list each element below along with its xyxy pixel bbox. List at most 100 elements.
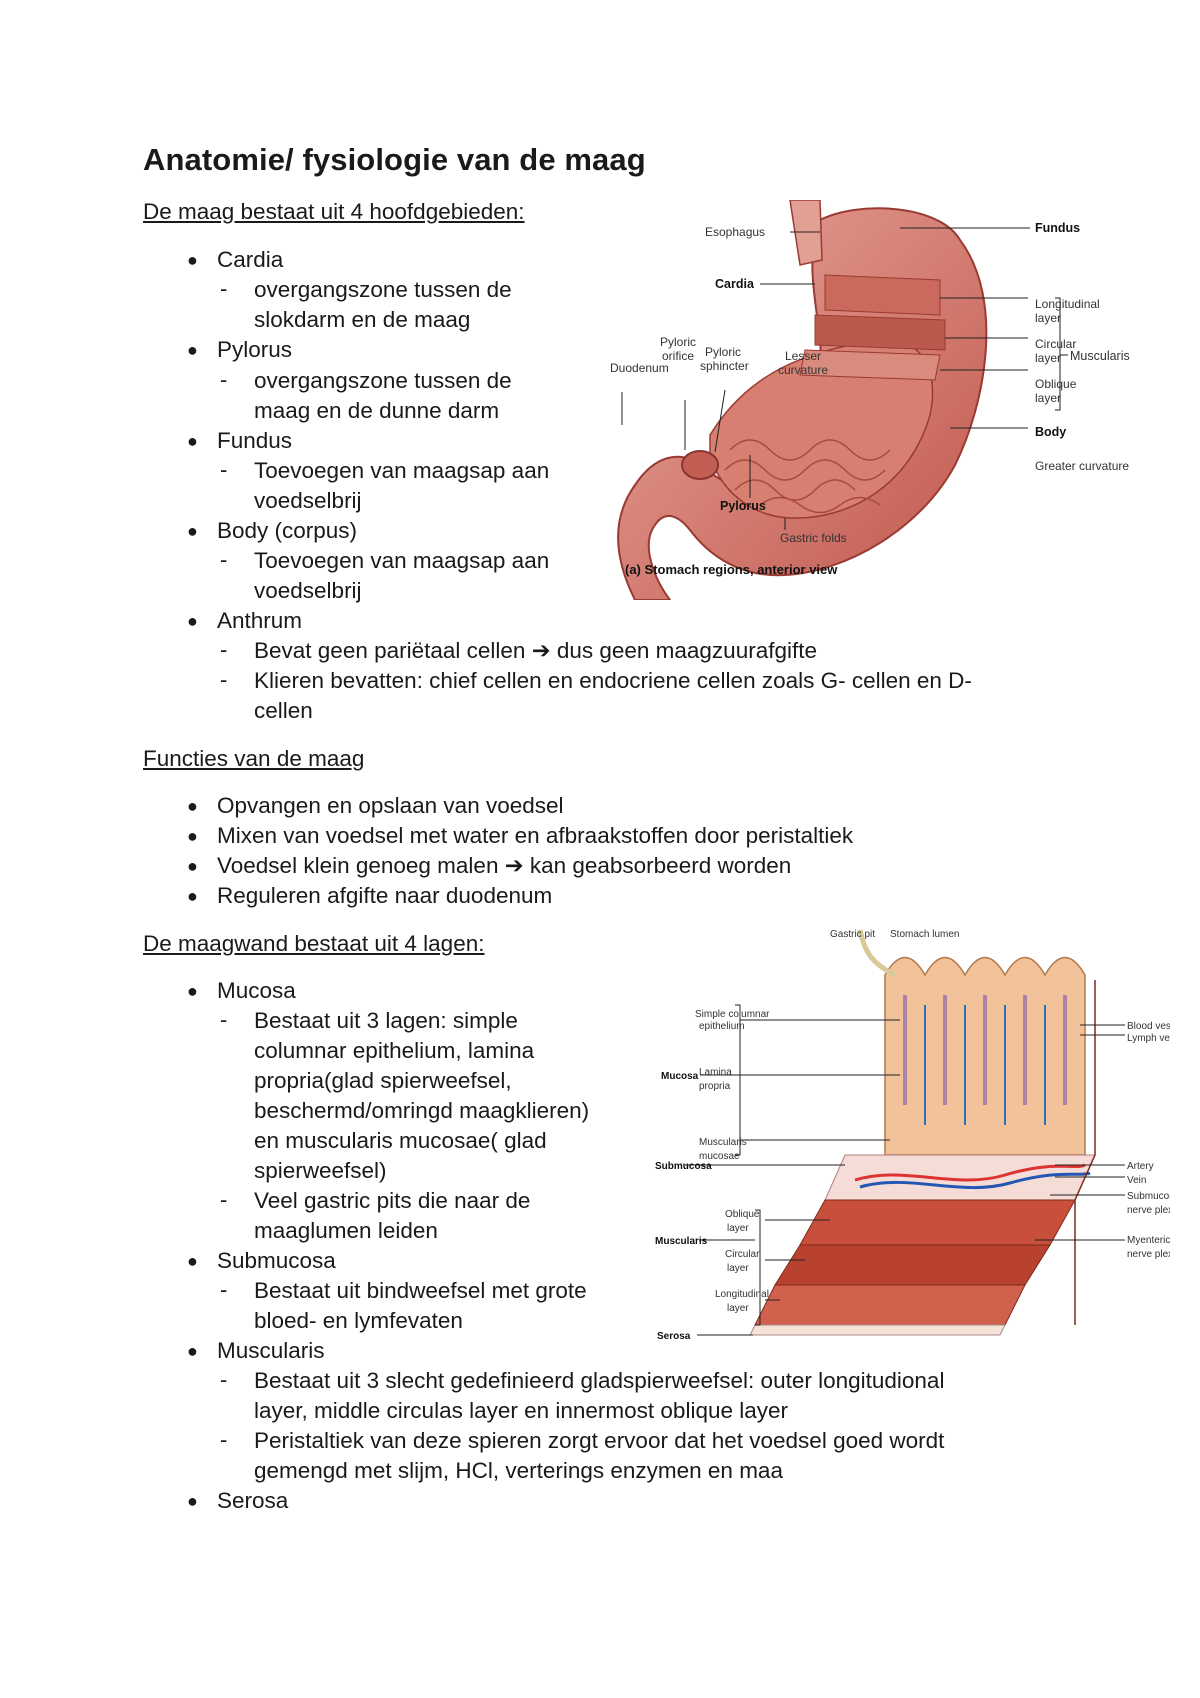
gastric-glands [903,995,1067,1105]
label-muscularis: Muscularis [1070,349,1130,363]
label-pylorus: Pylorus [720,499,766,513]
label-mucosa: Mucosa [661,1071,699,1082]
bullet-icon: ● [187,886,198,906]
label-submucosal-1: Submucosal [1127,1191,1170,1202]
stomach-wall-figure: Gastric pit Stomach lumen Simple columna… [655,929,1170,1342]
label-duodenum: Duodenum [610,361,669,375]
dash-icon: - [220,1187,228,1212]
longitudinal-layer-band [824,274,941,316]
sub-list-item-continued: slokdarm en de maag [254,307,471,332]
label-pyloric-sphincter-1: Pyloric [705,345,741,359]
bullet-icon: ● [187,1251,198,1271]
sub-list-item: -Bestaat uit 3 slecht gedefinieerd glads… [220,1367,945,1393]
label-myenteric-2: nerve plexus [1127,1249,1170,1260]
label-cardia: Cardia [715,277,755,291]
label-muscularis-mucosae-2: mucosae [699,1151,740,1162]
sub-list-item: -Bestaat uit 3 lagen: simple [220,1007,518,1033]
label-submucosa: Submucosa [655,1161,712,1172]
label-lymph-vessel: Lymph vesse [1127,1033,1170,1044]
circular-layer-band [814,314,946,351]
sub-list-item-continued: voedselbrij [254,488,362,513]
label-esophagus: Esophagus [705,225,765,239]
sub-list-item: -overgangszone tussen de [220,367,512,393]
dash-icon: - [220,1367,228,1392]
dash-icon: - [220,457,228,482]
bullet-icon: ● [187,1341,198,1361]
label-muscularis-mucosae-1: Muscularis [699,1137,747,1148]
dash-icon: - [220,1277,228,1302]
label-oblique-layer: layer [1035,391,1061,405]
dash-icon: - [220,637,228,662]
label-fundus: Fundus [1035,221,1080,235]
label-simple-columnar-2: epithelium [699,1021,745,1032]
dash-icon: - [220,667,228,692]
bullet-icon: ● [187,856,198,876]
label-oblique-2: layer [727,1223,749,1234]
sub-list-item-continued: columnar epithelium, lamina [254,1038,535,1063]
lymph-vessels [924,1005,1046,1125]
sub-list-item-continued: maaglumen leiden [254,1218,438,1243]
list-item: ●Muscularis [187,1336,325,1366]
sub-list-item-continued: bloed- en lymfevaten [254,1308,463,1333]
label-oblique: Oblique [1035,377,1077,391]
dash-icon: - [220,367,228,392]
label-lesser-curvature-1: Lesser [785,349,821,363]
sub-list-item-continued: en muscularis mucosae( glad [254,1128,547,1153]
sub-list-item: -overgangszone tussen de [220,276,512,302]
figure-caption: (a) Stomach regions, anterior view [625,562,838,577]
label-gastric-folds: Gastric folds [780,531,847,545]
list-item: ●Body (corpus) [187,516,357,546]
label-circular: Circular [1035,337,1076,351]
dash-icon: - [220,1427,228,1452]
pyloric-sphincter-shape [681,450,719,480]
sub-list-item-continued: propria(glad spierweefsel, [254,1068,512,1093]
list-item: ●Mixen van voedsel met water en afbraaks… [187,821,853,851]
label-longitudinal-layer: layer [1035,311,1061,325]
page-title: Anatomie/ fysiologie van de maag [143,142,646,177]
submucosa-vessels [854,1163,1091,1190]
label-pyloric-sphincter-2: sphincter [700,359,749,373]
section-heading-wall-layers: De maagwand bestaat uit 4 lagen: [143,931,485,956]
sub-list-item-continued: cellen [254,698,313,723]
sub-list-item: -Toevoegen van maagsap aan [220,547,550,573]
serosa-block [749,1324,1006,1336]
sub-list-item: -Toevoegen van maagsap aan [220,457,550,483]
dash-icon: - [220,1007,228,1032]
sub-list-item-continued: spierweefsel) [254,1158,387,1183]
dash-icon: - [220,276,228,301]
food-arrow-icon [857,929,897,978]
label-body: Body [1035,425,1066,439]
bullet-icon: ● [187,826,198,846]
list-item: ●Pylorus [187,335,292,365]
label-lesser-curvature-2: curvature [778,363,828,377]
label-submucosal-2: nerve plexus [1127,1205,1170,1216]
label-lamina-1: Lamina [699,1067,732,1078]
label-circular-1: Circular [725,1249,760,1260]
sub-list-item-continued: gemengd met slijm, HCl, verterings enzym… [254,1458,783,1483]
label-vein: Vein [1127,1175,1146,1186]
label-longitudinal-1: Longitudinal [715,1289,769,1300]
arrow-right-icon: ➔ [525,638,557,663]
sub-list-item-continued: voedselbrij [254,578,362,603]
list-item: ●Submucosa [187,1246,336,1276]
list-item: ●Reguleren afgifte naar duodenum [187,881,552,911]
dash-icon: - [220,547,228,572]
oblique-layer-band [799,349,941,381]
list-item: ●Serosa [187,1486,288,1516]
sub-list-item: -Veel gastric pits die naar de [220,1187,531,1213]
label-circular-2: layer [727,1263,749,1274]
leader-lines [685,1004,1125,1336]
label-serosa: Serosa [657,1331,691,1342]
sub-list-item-continued: layer, middle circulas layer en innermos… [254,1398,789,1423]
oblique-layer-block [799,1199,1076,1246]
label-blood-vessel: Blood vessel [1127,1021,1170,1032]
bullet-icon: ● [187,611,198,631]
list-item: ●Fundus [187,426,292,456]
label-myenteric-1: Myenteric [1127,1235,1170,1246]
list-item: ●Mucosa [187,976,296,1006]
bullet-icon: ● [187,250,198,270]
label-simple-columnar-1: Simple columnar [695,1009,770,1020]
label-pyloric-orifice-2: orifice [662,349,694,363]
label-lamina-2: propria [699,1081,731,1092]
